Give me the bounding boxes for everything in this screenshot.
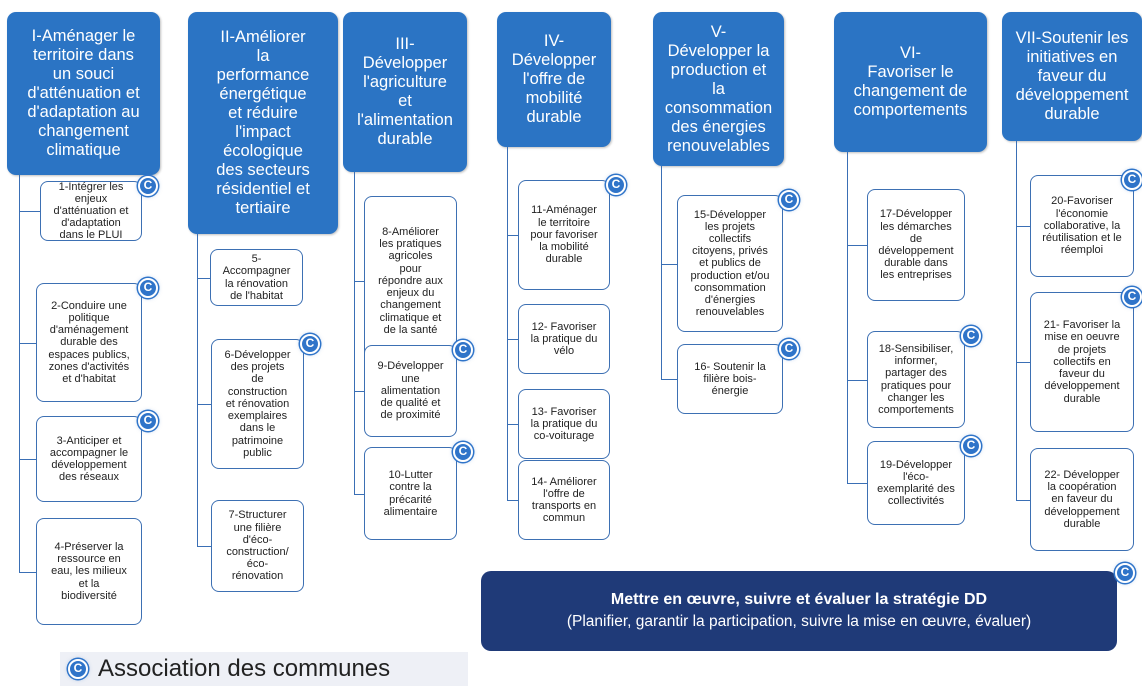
action-connector	[847, 245, 867, 246]
commune-badge-icon: C	[1122, 170, 1142, 190]
commune-badge-icon: C	[1115, 563, 1135, 583]
axis-connector-4	[507, 147, 508, 500]
action-connector	[1016, 226, 1030, 227]
commune-badge-icon: C	[138, 176, 158, 196]
action-card-1-2: 2-Conduire une politique d'aménagement d…	[36, 283, 142, 402]
action-card-4-3: 13- Favoriser la pratique du co-voiturag…	[518, 389, 610, 459]
axis-connector-2	[197, 234, 198, 546]
strategy-subtitle: (Planifier, garantir la participation, s…	[566, 613, 1032, 630]
action-card-3-1: 8-Améliorer les pratiques agricoles pour…	[364, 196, 457, 366]
axis-connector-7	[1016, 141, 1017, 500]
action-card-6-2: 18-Sensibiliser, informer, partager des …	[867, 331, 965, 428]
action-card-4-4: 14- Améliorer l'offre de transports en c…	[518, 460, 610, 540]
legend-label: Association des communes	[98, 655, 391, 682]
action-connector	[354, 493, 364, 495]
action-connector	[19, 571, 36, 573]
legend: C Association des communes	[60, 652, 468, 686]
commune-badge-icon: C	[606, 175, 626, 195]
action-connector	[847, 483, 867, 484]
commune-badge-icon: C	[961, 436, 981, 456]
action-card-7-1: 20-Favoriser l'économie collaborative, l…	[1030, 175, 1134, 277]
action-connector	[661, 263, 677, 265]
commune-badge-icon: C	[138, 278, 158, 298]
action-card-5-1: 15-Développer les projets collectifs cit…	[677, 195, 783, 332]
commune-badge-icon: C	[453, 340, 473, 360]
action-connector	[19, 342, 36, 344]
action-connector	[19, 211, 40, 212]
commune-badge-icon: C	[779, 339, 799, 359]
action-connector	[507, 235, 518, 236]
axis-header-7: VII-Soutenir les initiatives en faveur d…	[1002, 12, 1142, 141]
axis-header-3: III- Développer l'agriculture et l'alime…	[343, 12, 467, 172]
axis-header-2: II-Améliorer la performance énergétique …	[188, 12, 338, 234]
action-connector	[507, 424, 518, 425]
action-connector	[847, 379, 867, 381]
strategy-title: Mettre en œuvre, suivre et évaluer la st…	[610, 591, 988, 608]
axis-connector-1	[19, 175, 20, 572]
action-card-7-3: 22- Développer la coopération en faveur …	[1030, 448, 1134, 551]
legend-commune-icon: C	[68, 659, 88, 679]
axis-header-6: VI- Favoriser le changement de comportem…	[834, 12, 987, 152]
commune-badge-icon: C	[1122, 287, 1142, 307]
action-card-1-4: 4-Préserver la ressource en eau, les mil…	[36, 518, 142, 625]
action-card-1-3: 3-Anticiper et accompagner le développem…	[36, 416, 142, 502]
action-card-1-1: 1-Intégrer les enjeux d'atténuation et d…	[40, 181, 142, 241]
action-card-2-2: 6-Développer des projets de construction…	[211, 339, 304, 469]
action-connector	[197, 277, 210, 279]
action-connector	[661, 379, 677, 380]
axis-connector-3	[354, 172, 355, 494]
action-connector	[507, 339, 518, 340]
action-card-4-2: 12- Favoriser la pratique du vélo	[518, 304, 610, 374]
action-connector	[19, 459, 36, 460]
commune-badge-icon: C	[300, 334, 320, 354]
axis-connector-6	[847, 152, 848, 483]
action-connector	[354, 391, 364, 392]
commune-badge-icon: C	[138, 411, 158, 431]
action-connector	[354, 281, 364, 282]
action-card-4-1: 11-Aménager le territoire pour favoriser…	[518, 180, 610, 290]
action-card-3-2: 9-Développer une alimentation de qualité…	[364, 345, 457, 437]
strategy-banner: Mettre en œuvre, suivre et évaluer la st…	[481, 571, 1117, 651]
action-card-3-3: 10-Lutter contre la précarité alimentair…	[364, 447, 457, 540]
action-card-2-1: 5- Accompagner la rénovation de l'habita…	[210, 249, 303, 306]
commune-badge-icon: C	[779, 190, 799, 210]
action-connector	[507, 500, 518, 501]
axis-connector-5	[661, 166, 662, 379]
action-connector	[1016, 499, 1030, 501]
axis-header-5: V- Développer la production et la consom…	[653, 12, 784, 166]
action-card-2-3: 7-Structurer une filière d'éco- construc…	[211, 500, 304, 592]
axis-header-4: IV- Développer l'offre de mobilité durab…	[497, 12, 611, 147]
commune-badge-icon: C	[961, 326, 981, 346]
action-connector	[197, 546, 211, 547]
action-connector	[1016, 362, 1030, 363]
action-card-6-1: 17-Développer les démarches de développe…	[867, 189, 965, 301]
action-card-6-3: 19-Développer l'éco- exemplarité des col…	[867, 441, 965, 525]
action-card-7-2: 21- Favoriser la mise en oeuvre de proje…	[1030, 292, 1134, 432]
commune-badge-icon: C	[453, 442, 473, 462]
axis-header-1: I-Aménager le territoire dans un souci d…	[7, 12, 160, 175]
action-card-5-2: 16- Soutenir la filière bois- énergie	[677, 344, 783, 414]
action-connector	[197, 404, 211, 405]
